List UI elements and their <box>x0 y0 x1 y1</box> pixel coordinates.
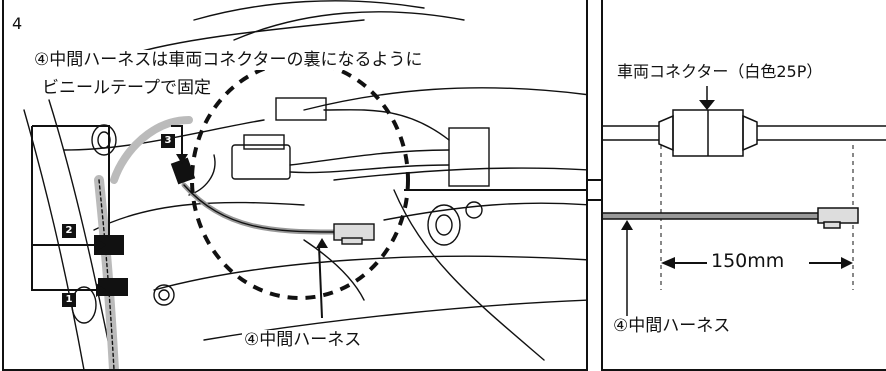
instruction-line-1: ④中間ハーネスは車両コネクターの裏になるように <box>32 50 425 70</box>
instruction-line-2: ビニールテープで固定 <box>40 78 213 98</box>
harness-label-left: ④中間ハーネス <box>242 330 364 350</box>
step-badge-3: 3 <box>161 134 175 148</box>
dimension-label: 150mm <box>709 250 787 272</box>
vehicle-interior-drawing <box>23 0 586 369</box>
detail-panel: 車両コネクター（白色25P） 150mm ④中間ハーネス <box>601 0 886 371</box>
connector-detail-drawing <box>603 86 886 320</box>
harness-label-right: ④中間ハーネス <box>611 316 733 336</box>
step-badge-2: 2 <box>62 224 76 238</box>
step-badge-1: 1 <box>62 293 76 307</box>
installation-illustration-panel: 4 ④中間ハーネスは車両コネクターの裏になるように ビニールテープで固定 1 2… <box>2 0 588 371</box>
vehicle-connector-label: 車両コネクター（白色25P） <box>615 62 825 82</box>
step-number: 4 <box>12 14 23 33</box>
